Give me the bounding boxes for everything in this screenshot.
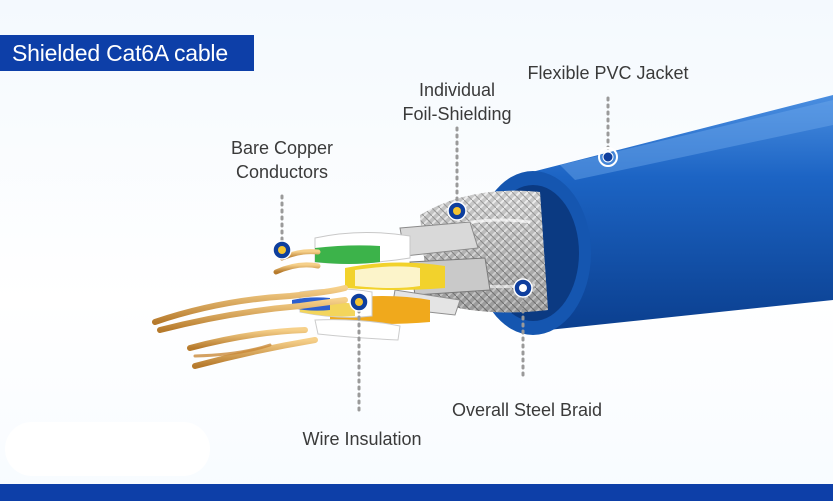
copper-conductors [152, 249, 348, 369]
wire-insulation [292, 231, 445, 341]
label-bare-copper-line1: Bare Copper [230, 138, 334, 158]
label-bare-copper-line2: Conductors [235, 162, 329, 182]
label-wire-insulation: Wire Insulation [292, 427, 432, 451]
label-pvc-jacket: Flexible PVC Jacket [520, 61, 696, 85]
label-foil-line1: Individual [418, 80, 496, 100]
title-badge: Shielded Cat6A cable [0, 35, 254, 71]
marker-bare-copper [272, 240, 292, 260]
marker-braid [513, 278, 533, 298]
blank-pill [5, 422, 210, 476]
label-jacket-text: Flexible PVC Jacket [527, 63, 689, 83]
marker-jacket [598, 147, 618, 167]
leader-lines [280, 96, 610, 414]
label-bare-copper: Bare Copper Conductors [222, 136, 342, 184]
label-foil-shielding: Individual Foil-Shielding [390, 78, 524, 126]
label-foil-line2: Foil-Shielding [402, 104, 512, 124]
title-text: Shielded Cat6A cable [12, 40, 228, 66]
bottom-bar [0, 484, 833, 501]
label-insulation-text: Wire Insulation [302, 429, 422, 449]
marker-foil [447, 201, 467, 221]
label-steel-braid: Overall Steel Braid [442, 398, 612, 422]
marker-insulation [349, 292, 369, 312]
label-braid-text: Overall Steel Braid [451, 400, 603, 420]
